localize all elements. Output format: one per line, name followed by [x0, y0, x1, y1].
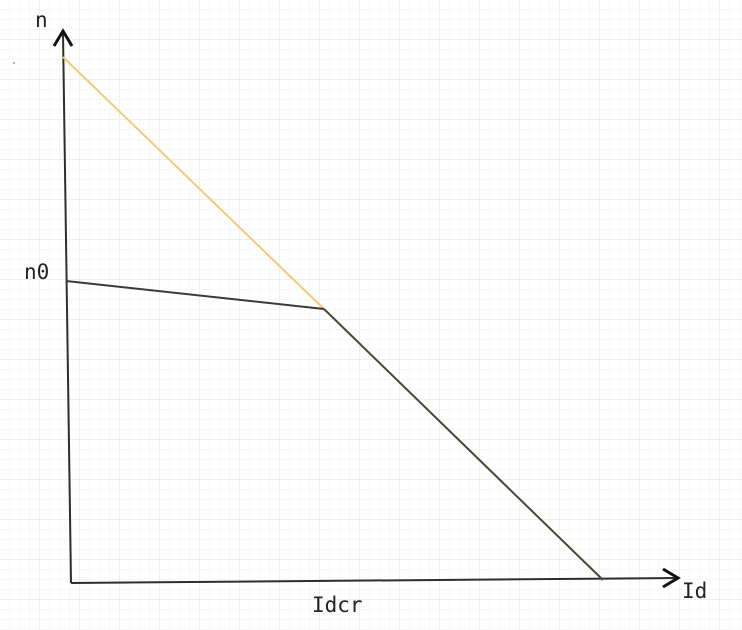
- x-axis-label: Id: [682, 579, 707, 603]
- idcr-label: Idcr: [312, 593, 363, 617]
- y-axis-arrowhead: [52, 28, 74, 47]
- y-axis-label: n: [35, 8, 48, 32]
- n0-label: n0: [24, 260, 49, 284]
- no-load-segment: [65, 280, 325, 310]
- drooping-segment: [323, 308, 604, 581]
- x-axis-arrowhead: [662, 567, 681, 589]
- y-axis-line: [62, 32, 72, 584]
- extension-line: [62, 56, 325, 310]
- x-axis-line: [70, 577, 678, 584]
- stray-dot: [13, 62, 15, 64]
